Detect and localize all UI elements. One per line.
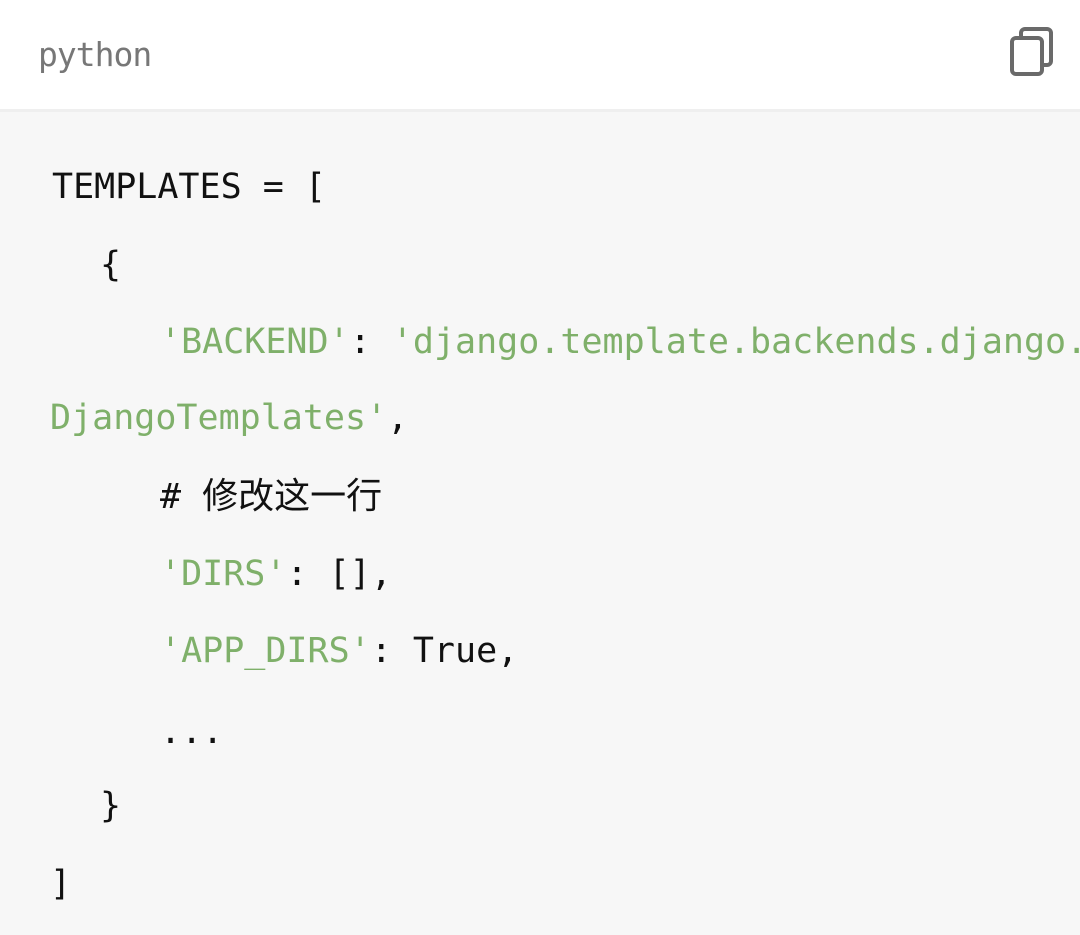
code-line-close-brace: } bbox=[100, 781, 121, 831]
code-header: python bbox=[0, 0, 1080, 112]
code-line-templates-decl: TEMPLATES = [ bbox=[52, 162, 326, 212]
copy-icon bbox=[1004, 22, 1060, 80]
backend-value-end: DjangoTemplates' bbox=[50, 398, 388, 438]
app-dirs-key: 'APP_DIRS' bbox=[160, 631, 371, 671]
comment-hash: # bbox=[160, 477, 203, 517]
backend-comma: , bbox=[387, 398, 409, 438]
code-line-backend-continued: DjangoTemplates', bbox=[50, 393, 408, 443]
code-line-open-brace: { bbox=[100, 240, 121, 290]
code-line-backend: 'BACKEND': 'django.template.backends.dja… bbox=[160, 317, 1080, 367]
dirs-key: 'DIRS' bbox=[160, 554, 287, 594]
close-bracket: ] bbox=[50, 864, 72, 904]
backend-value-start: 'django.template.backends.django. bbox=[391, 322, 1080, 362]
comment-text: 修改这一行 bbox=[202, 476, 383, 517]
backend-separator: : bbox=[349, 322, 392, 362]
code-body: TEMPLATES = [ { 'BACKEND': 'django.templ… bbox=[0, 115, 1080, 935]
open-brace: { bbox=[100, 245, 122, 285]
code-line-dirs: 'DIRS': [], bbox=[160, 549, 392, 599]
dirs-value: : [], bbox=[286, 554, 392, 594]
copy-button[interactable] bbox=[1004, 22, 1060, 80]
code-line-ellipsis: ... bbox=[160, 707, 223, 757]
code-line-comment: # 修改这一行 bbox=[160, 472, 382, 522]
app-dirs-value: : True, bbox=[370, 631, 519, 671]
language-label: python bbox=[38, 35, 152, 74]
backend-key: 'BACKEND' bbox=[160, 322, 350, 362]
ellipsis: ... bbox=[160, 712, 224, 752]
close-brace: } bbox=[100, 786, 122, 826]
templates-declaration: TEMPLATES = [ bbox=[52, 167, 326, 207]
code-line-close-bracket: ] bbox=[50, 859, 71, 909]
code-line-app-dirs: 'APP_DIRS': True, bbox=[160, 626, 518, 676]
